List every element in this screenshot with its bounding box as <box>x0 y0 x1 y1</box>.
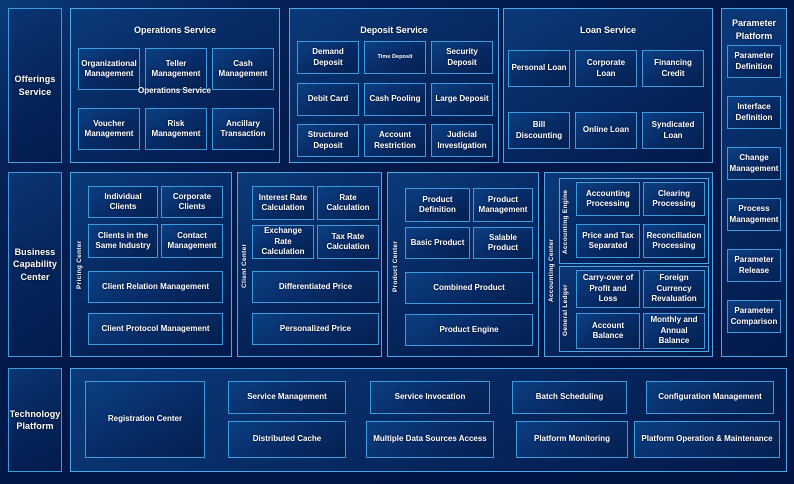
cell-security-deposit[interactable]: Security Deposit <box>431 41 493 74</box>
cell-interface-definition[interactable]: Interface Definition <box>727 96 781 129</box>
group-title-parameter-platform: Parameter Platform <box>731 18 777 42</box>
vertical-label-accounting-center: Accounting Center <box>548 238 555 302</box>
cell-monthly-and-annual-balance[interactable]: Monthly and Annual Balance <box>643 313 705 349</box>
cell-judicial-investigation[interactable]: Judicial Investigation <box>431 124 493 157</box>
vertical-label-product-center: Product Center <box>392 240 399 292</box>
cell-personalized-price[interactable]: Personalized Price <box>252 313 379 345</box>
cell-client-relation-management[interactable]: Client Relation Management <box>88 271 223 303</box>
cell-process-management[interactable]: Process Management <box>727 198 781 231</box>
cell-price-and-tax-separated[interactable]: Price and Tax Separated <box>576 224 640 258</box>
cell-exchange-rate-calculation[interactable]: Exchange Rate Calculation <box>252 225 314 259</box>
cell-parameter-definition[interactable]: Parameter Definition <box>727 45 781 78</box>
vertical-label-client-center: Client Center <box>241 243 248 289</box>
cell-large-deposit[interactable]: Large Deposit <box>431 83 493 116</box>
cell-organizational-management[interactable]: Organizational Management <box>78 48 140 90</box>
cell-product-definition[interactable]: Product Definition <box>405 188 470 222</box>
vertical-label-accounting-engine: Accounting Engine <box>562 189 569 255</box>
row-label-technology-platform[interactable]: Technology Platform <box>8 368 62 472</box>
cell-syndicated-loan[interactable]: Syndicated Loan <box>642 112 704 149</box>
vertical-label-pricing-center: Pricing Center <box>76 240 83 290</box>
cell-foreign-currency-revaluation[interactable]: Foreign Currency Revaluation <box>643 270 705 308</box>
cell-structured-deposit[interactable]: Structured Deposit <box>297 124 359 157</box>
cell-configuration-management[interactable]: Configuration Management <box>646 381 774 414</box>
cell-parameter-comparison[interactable]: Parameter Comparison <box>727 300 781 333</box>
cell-parameter-release[interactable]: Parameter Release <box>727 249 781 282</box>
cell-platform-operation-and-maintenance[interactable]: Platform Operation & Maintenance <box>634 421 780 458</box>
row-label-offerings-service[interactable]: Offerings Service <box>8 8 62 163</box>
cell-interest-rate-calculation[interactable]: Interest Rate Calculation <box>252 186 314 220</box>
group-title-loan-service: Loan Service <box>579 25 637 35</box>
cell-voucher-management[interactable]: Voucher Management <box>78 108 140 150</box>
group-title-operations-service: Operations Service <box>133 25 217 35</box>
cell-distributed-cache[interactable]: Distributed Cache <box>228 421 346 458</box>
cell-basic-product[interactable]: Basic Product <box>405 227 470 259</box>
cell-client-protocol-management[interactable]: Client Protocol Management <box>88 313 223 345</box>
cell-online-loan[interactable]: Online Loan <box>575 112 637 149</box>
group-title-operations-service-duplicate: Operations Service <box>138 86 211 95</box>
cell-financing-credit[interactable]: Financing Credit <box>642 50 704 87</box>
cell-teller-management[interactable]: Teller Management <box>145 48 207 90</box>
row-label-offerings-service-text: Offerings Service <box>14 74 56 97</box>
cell-rate-calculation[interactable]: Rate Calculation <box>317 186 379 220</box>
cell-time-deposit[interactable]: Time Deposit <box>364 41 426 74</box>
cell-service-invocation[interactable]: Service Invocation <box>370 381 490 414</box>
cell-cash-pooling[interactable]: Cash Pooling <box>364 83 426 116</box>
cell-service-management[interactable]: Service Management <box>228 381 346 414</box>
cell-product-management[interactable]: Product Management <box>473 188 533 222</box>
row-label-technology-platform-text: Technology Platform <box>9 408 61 431</box>
cell-personal-loan[interactable]: Personal Loan <box>508 50 570 87</box>
cell-multiple-data-sources-access[interactable]: Multiple Data Sources Access <box>366 421 494 458</box>
cell-batch-scheduling[interactable]: Batch Scheduling <box>512 381 627 414</box>
cell-corporate-loan[interactable]: Corporate Loan <box>575 50 637 87</box>
cell-debit-card[interactable]: Debit Card <box>297 83 359 116</box>
cell-differentiated-price[interactable]: Differentiated Price <box>252 271 379 303</box>
cell-accounting-processing[interactable]: Accounting Processing <box>576 182 640 216</box>
cell-reconciliation-processing[interactable]: Reconciliation Processing <box>643 224 705 258</box>
cell-tax-rate-calculation[interactable]: Tax Rate Calculation <box>317 225 379 259</box>
row-label-business-capability-center[interactable]: Business Capability Center <box>8 172 62 357</box>
cell-clearing-processing[interactable]: Clearing Processing <box>643 182 705 216</box>
cell-individual-clients[interactable]: Individual Clients <box>88 186 158 218</box>
cell-account-restriction[interactable]: Account Restriction <box>364 124 426 157</box>
cell-corporate-clients[interactable]: Corporate Clients <box>161 186 223 218</box>
cell-registration-center[interactable]: Registration Center <box>85 381 205 458</box>
cell-combined-product[interactable]: Combined Product <box>405 272 533 304</box>
group-title-deposit-service: Deposit Service <box>360 25 428 35</box>
cell-product-engine[interactable]: Product Engine <box>405 314 533 346</box>
cell-ancillary-transaction[interactable]: Ancillary Transaction <box>212 108 274 150</box>
cell-cash-management[interactable]: Cash Management <box>212 48 274 90</box>
cell-carry-over-of-profit-and-loss[interactable]: Carry-over of Profit and Loss <box>576 270 640 308</box>
cell-platform-monitoring[interactable]: Platform Monitoring <box>516 421 628 458</box>
cell-account-balance[interactable]: Account Balance <box>576 313 640 349</box>
cell-contact-management[interactable]: Contact Management <box>161 224 223 258</box>
cell-change-management[interactable]: Change Management <box>727 147 781 180</box>
cell-risk-management[interactable]: Risk Management <box>145 108 207 150</box>
cell-demand-deposit[interactable]: Demand Deposit <box>297 41 359 74</box>
cell-bill-discounting[interactable]: Bill Discounting <box>508 112 570 149</box>
vertical-label-general-ledger: General Ledger <box>562 284 569 336</box>
cell-clients-in-the-same-industry[interactable]: Clients in the Same Industry <box>88 224 158 258</box>
cell-salable-product[interactable]: Salable Product <box>473 227 533 259</box>
row-label-business-capability-center-text: Business Capability Center <box>12 247 57 282</box>
